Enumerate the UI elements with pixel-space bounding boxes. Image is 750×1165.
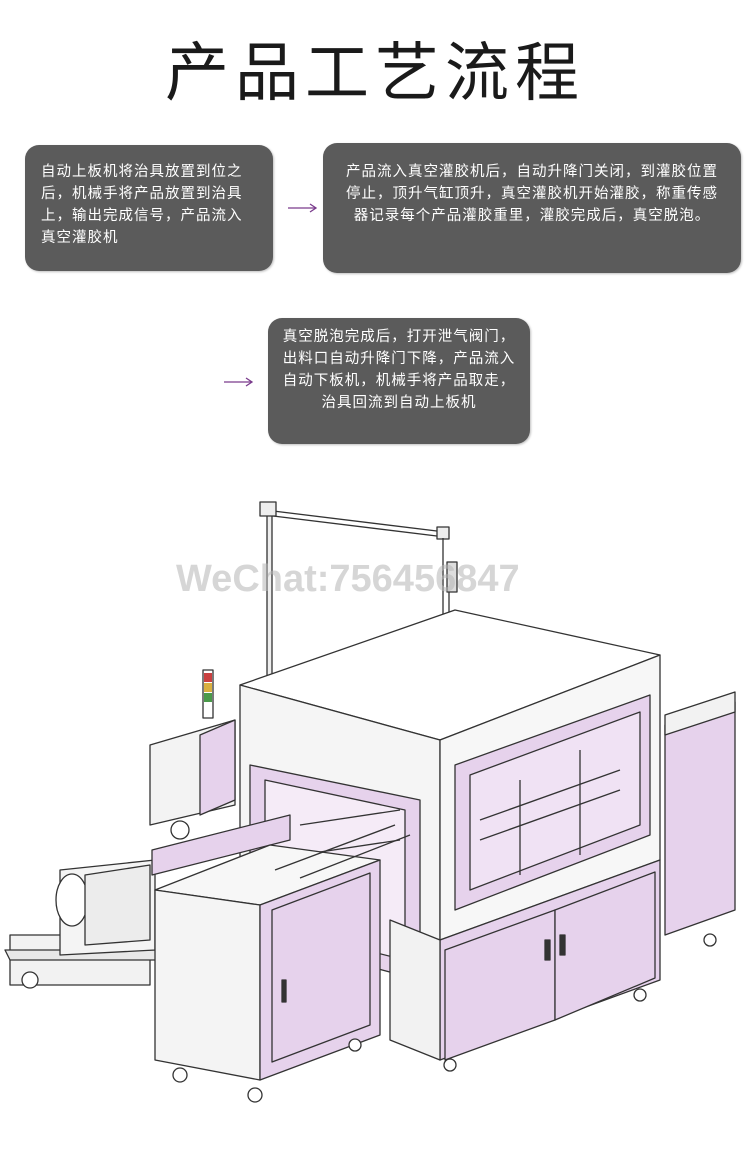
arrow-right-icon bbox=[288, 203, 318, 213]
page-title: 产品工艺流程 bbox=[165, 37, 585, 111]
step-3-text: 真空脱泡完成后，打开泄气阀门，出料口自动升降门下降，产品流入自动下板机，机械手将… bbox=[282, 329, 516, 411]
step-3-box: 真空脱泡完成后，打开泄气阀门，出料口自动升降门下降，产品流入自动下板机，机械手将… bbox=[268, 318, 530, 444]
step-2-text: 产品流入真空灌胶机后，自动升降门关闭，到灌胶位置停止，顶升气缸顶升，真空灌胶机开… bbox=[346, 164, 718, 224]
watermark: WeChat:756456847 bbox=[176, 558, 520, 600]
step-1-box: 自动上板机将治具放置到位之后，机械手将产品放置到治具上，输出完成信号，产品流入真… bbox=[25, 145, 273, 271]
boom-arm bbox=[264, 509, 446, 533]
step-1-text: 自动上板机将治具放置到位之后，机械手将产品放置到治具上，输出完成信号，产品流入真… bbox=[41, 164, 243, 246]
arrow-right-icon bbox=[224, 377, 254, 387]
machine-illustration bbox=[4, 501, 736, 1103]
step-2-box: 产品流入真空灌胶机后，自动升降门关闭，到灌胶位置停止，顶升气缸顶升，真空灌胶机开… bbox=[323, 143, 741, 273]
